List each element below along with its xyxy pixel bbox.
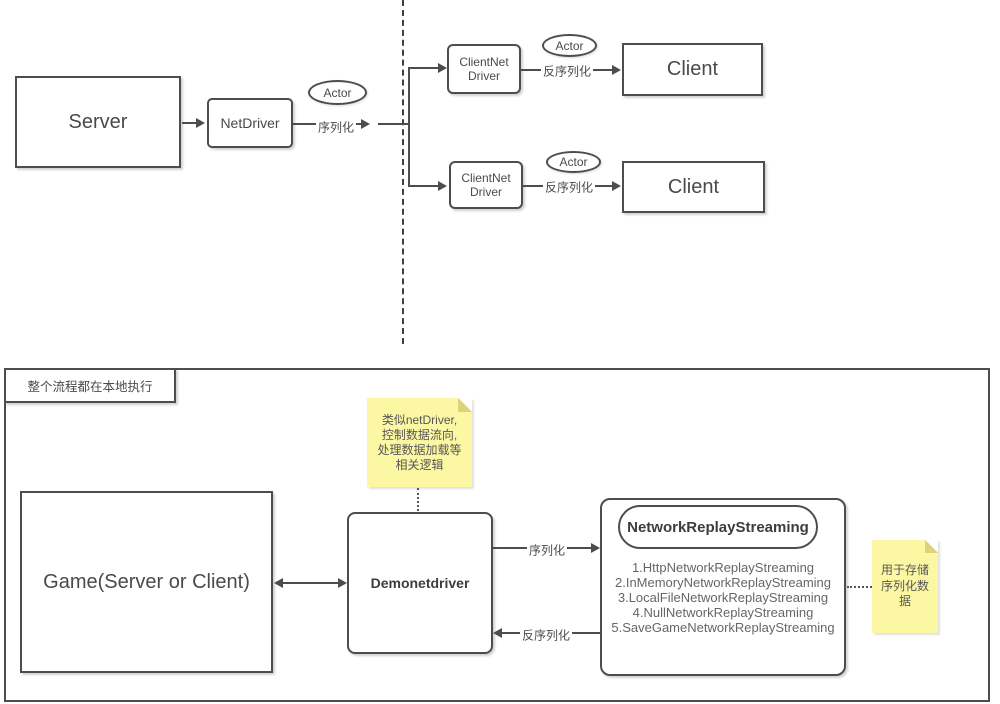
- netdriver-note-line4: 相关逻辑: [395, 457, 444, 472]
- deserialize-label-1: 反序列化: [540, 62, 594, 80]
- game-label: Game(Server or Client): [43, 570, 250, 593]
- branch1-line: [408, 67, 438, 69]
- branch-input-line: [378, 123, 409, 125]
- implementation-list: 1.HttpNetworkReplayStreaming 2.InMemoryN…: [604, 560, 842, 635]
- actor-label-2: Actor: [555, 38, 584, 53]
- storage-note-line3: 据: [898, 594, 911, 609]
- local-process-container: [4, 368, 990, 702]
- actor-label-1: Actor: [323, 85, 352, 100]
- client-label-2: Client: [667, 175, 720, 198]
- branch2-line: [408, 185, 439, 187]
- container-label: 整个流程都在本地执行: [27, 380, 153, 394]
- actor-oval-1: Actor: [308, 80, 367, 105]
- note-fold-corner-icon: [925, 540, 938, 553]
- actor-oval-2: Actor: [542, 34, 597, 57]
- deserialize-label-bottom: 反序列化: [519, 626, 573, 644]
- client-label-1: Client: [666, 58, 719, 80]
- netdriver-label: NetDriver: [220, 115, 280, 131]
- container-label-box: 整个流程都在本地执行: [4, 368, 176, 403]
- note-fold-corner-icon: [458, 398, 472, 412]
- demonetdriver-label: Demonetdriver: [370, 575, 470, 591]
- storage-note-line1: 用于存储: [880, 563, 929, 578]
- netdriver-note: 类似netDriver, 控制数据流向, 处理数据加载等 相关逻辑: [367, 398, 472, 487]
- branch-vertical-line: [408, 67, 410, 186]
- netdriver-box: NetDriver: [207, 98, 293, 148]
- implementation-item-5: 5.SaveGameNetworkReplayStreaming: [611, 620, 835, 635]
- server-to-netdriver-arrowhead-icon: [196, 118, 205, 128]
- client-box-2: Client: [622, 161, 765, 213]
- netdriver-note-line1: 类似netDriver,: [381, 412, 458, 427]
- client-box-1: Client: [622, 43, 763, 96]
- implementation-item-3: 3.LocalFileNetworkReplayStreaming: [617, 590, 829, 605]
- demonetdriver-box: Demonetdriver: [347, 512, 493, 654]
- clientnet-driver-2-line1: ClientNet: [461, 171, 511, 185]
- branch2-arrowhead-icon: [438, 181, 447, 191]
- serialize-arrowhead-bottom-icon: [591, 543, 600, 553]
- serialize-arrowhead-icon: [361, 119, 370, 129]
- deserialize-arrowhead-bottom-icon: [493, 628, 502, 638]
- game-demonetdriver-line: [282, 582, 338, 584]
- divider-dashed-line: [402, 0, 404, 344]
- network-replay-streaming-title: NetworkReplayStreaming: [627, 518, 809, 536]
- game-box: Game(Server or Client): [20, 491, 273, 673]
- storage-note-line2: 序列化数: [880, 578, 929, 593]
- netdriver-note-line3: 处理数据加载等: [377, 442, 462, 457]
- clientnet-driver-box-1: ClientNet Driver: [447, 44, 521, 94]
- double-arrow-right-head-icon: [338, 578, 347, 588]
- note-connector-dotted-line: [417, 488, 419, 511]
- server-box: Server: [15, 76, 181, 168]
- branch1-arrowhead-icon: [438, 63, 447, 73]
- deserialize-arrowhead-2-icon: [612, 181, 621, 191]
- actor-oval-3: Actor: [546, 151, 601, 173]
- implementation-item-4: 4.NullNetworkReplayStreaming: [632, 605, 814, 620]
- serialize-label: 序列化: [315, 118, 357, 136]
- storage-note: 用于存储 序列化数 据: [872, 540, 938, 633]
- clientnet-driver-1-line2: Driver: [467, 69, 500, 83]
- clientnet-driver-2-line2: Driver: [469, 185, 502, 199]
- serialize-label-bottom: 序列化: [526, 541, 568, 559]
- network-replay-streaming-title-pill: NetworkReplayStreaming: [618, 505, 818, 549]
- actor-label-3: Actor: [559, 155, 588, 169]
- storage-note-dotted-line: [847, 586, 872, 588]
- clientnet-driver-box-2: ClientNet Driver: [449, 161, 523, 209]
- server-to-netdriver-line: [182, 122, 196, 124]
- deserialize-label-2: 反序列化: [542, 178, 596, 196]
- deserialize-arrowhead-1-icon: [612, 65, 621, 75]
- implementation-item-2: 2.InMemoryNetworkReplayStreaming: [614, 575, 832, 590]
- clientnet-driver-1-line1: ClientNet: [459, 55, 509, 69]
- server-label: Server: [68, 110, 128, 133]
- double-arrow-left-head-icon: [274, 578, 283, 588]
- netdriver-note-line2: 控制数据流向,: [381, 427, 458, 442]
- implementation-item-1: 1.HttpNetworkReplayStreaming: [631, 560, 815, 575]
